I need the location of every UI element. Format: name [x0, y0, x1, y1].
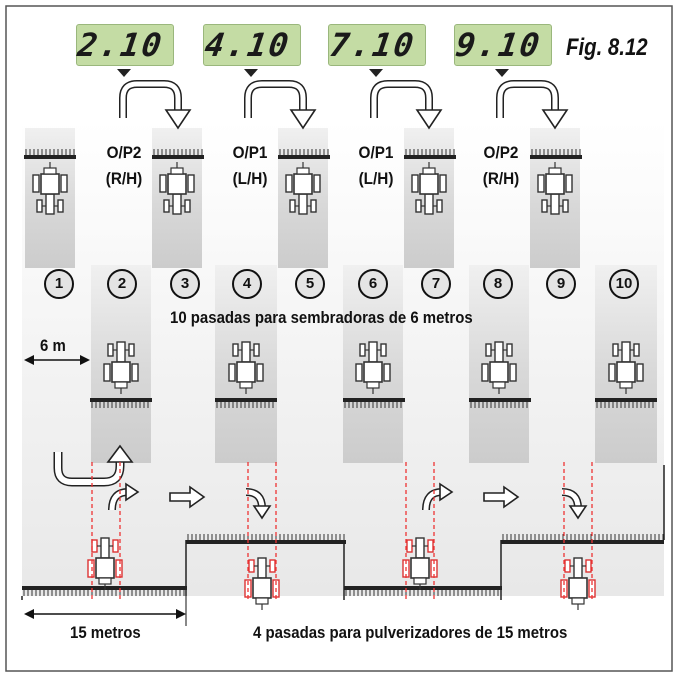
program-label-1: O/P2 (R/H) [99, 140, 149, 192]
sprayer-boom-4 [501, 534, 664, 544]
curve-arrow-3 [422, 482, 454, 511]
seeder-bar-top-4 [404, 149, 456, 159]
figure-title: Fig. 8.12 [566, 34, 648, 61]
pass-number-8: 8 [483, 269, 513, 299]
straight-arrow-2 [483, 485, 520, 509]
program-code-4: O/P2 [483, 143, 519, 162]
sprayer-tractor-1 [87, 537, 123, 590]
uturn-arrow-2 [244, 80, 317, 130]
sprayer-width-dimension [24, 609, 186, 619]
pass-number-3: 3 [170, 269, 200, 299]
sprayer-boom-3 [344, 586, 502, 596]
display-pointer-1 [117, 69, 131, 77]
seeder-tractor-down-2 [228, 341, 264, 394]
seeder-bar-bottom-5 [595, 398, 657, 408]
direction-arrows [53, 80, 588, 520]
display-3: 7.10 [327, 24, 426, 77]
wheel-track-lines [91, 462, 593, 600]
seeder-bar-top-1 [24, 149, 76, 159]
seeder-caption: 10 pasadas para sembradoras de 6 metros [170, 308, 473, 327]
sprayer-tractor-2 [244, 557, 280, 610]
seeder-tractor-up-4 [411, 162, 447, 215]
seeder-bar-bottom-2 [215, 398, 277, 408]
uturn-arrow-4 [496, 80, 569, 130]
seeder-bar-top-2 [152, 149, 204, 159]
seeder-width-dimension [24, 355, 90, 365]
seeder-bar-top-3 [278, 149, 330, 159]
pass-number-10: 10 [609, 269, 639, 299]
seeder-tractor-down-3 [355, 341, 391, 394]
sprayer-tractor-4 [560, 557, 596, 610]
seeder-width-label: 6 m [40, 336, 66, 355]
display-1: 2.10 [75, 24, 174, 77]
curve-arrow-1 [108, 482, 140, 511]
uturn-arrow-1 [119, 80, 192, 130]
pass-number-7: 7 [421, 269, 451, 299]
seeder-bar-bottom-4 [469, 398, 531, 408]
seeder-tractor-up-3 [285, 162, 321, 215]
display-pointer-3 [369, 69, 383, 77]
tractors [32, 162, 644, 610]
program-side-1: (R/H) [105, 169, 143, 188]
seeder-tractor-up-5 [537, 162, 573, 215]
display-pointer-4 [495, 69, 509, 77]
pass-number-6: 6 [358, 269, 388, 299]
pass-number-4: 4 [232, 269, 262, 299]
program-side-4: (R/H) [482, 169, 520, 188]
seeder-tractor-down-4 [481, 341, 517, 394]
display-2: 4.10 [202, 24, 301, 77]
uturn-arrow-3 [370, 80, 443, 130]
display-value-1: 2.10 [75, 26, 166, 64]
program-label-4: O/P2 (R/H) [476, 140, 526, 192]
program-code-2: O/P1 [232, 143, 268, 162]
program-side-2: (L/H) [232, 169, 268, 188]
seeder-bar-bottom-3 [343, 398, 405, 408]
display-value-3: 7.10 [327, 26, 418, 64]
program-code-1: O/P2 [106, 143, 142, 162]
sprayer-caption: 4 pasadas para pulverizadores de 15 metr… [253, 623, 568, 642]
field-outline [21, 465, 665, 600]
dimension-arrows [24, 355, 187, 626]
pass-number-2: 2 [107, 269, 137, 299]
seeder-bar-top-5 [530, 149, 582, 159]
figure-border [5, 5, 673, 672]
program-code-3: O/P1 [358, 143, 394, 162]
display-value-2: 4.10 [202, 26, 293, 64]
seeder-tractor-up-1 [32, 162, 68, 215]
program-label-2: O/P1 (L/H) [225, 140, 275, 192]
pass-number-9: 9 [546, 269, 576, 299]
program-label-3: O/P1 (L/H) [351, 140, 401, 192]
straight-arrow-1 [169, 485, 206, 509]
display-4: 9.10 [453, 24, 552, 77]
seeder-bar-bottom-1 [90, 398, 152, 408]
uturn-arrow-start [53, 444, 134, 487]
pass-number-1: 1 [44, 269, 74, 299]
display-value-4: 9.10 [453, 26, 544, 64]
seeder-tractor-down-5 [608, 341, 644, 394]
seeder-tractor-up-2 [159, 162, 195, 215]
display-pointer-2 [244, 69, 258, 77]
pass-number-5: 5 [295, 269, 325, 299]
seeder-tractor-down-1 [103, 341, 139, 394]
sprayer-width-label: 15 metros [70, 623, 141, 642]
program-side-3: (L/H) [358, 169, 394, 188]
